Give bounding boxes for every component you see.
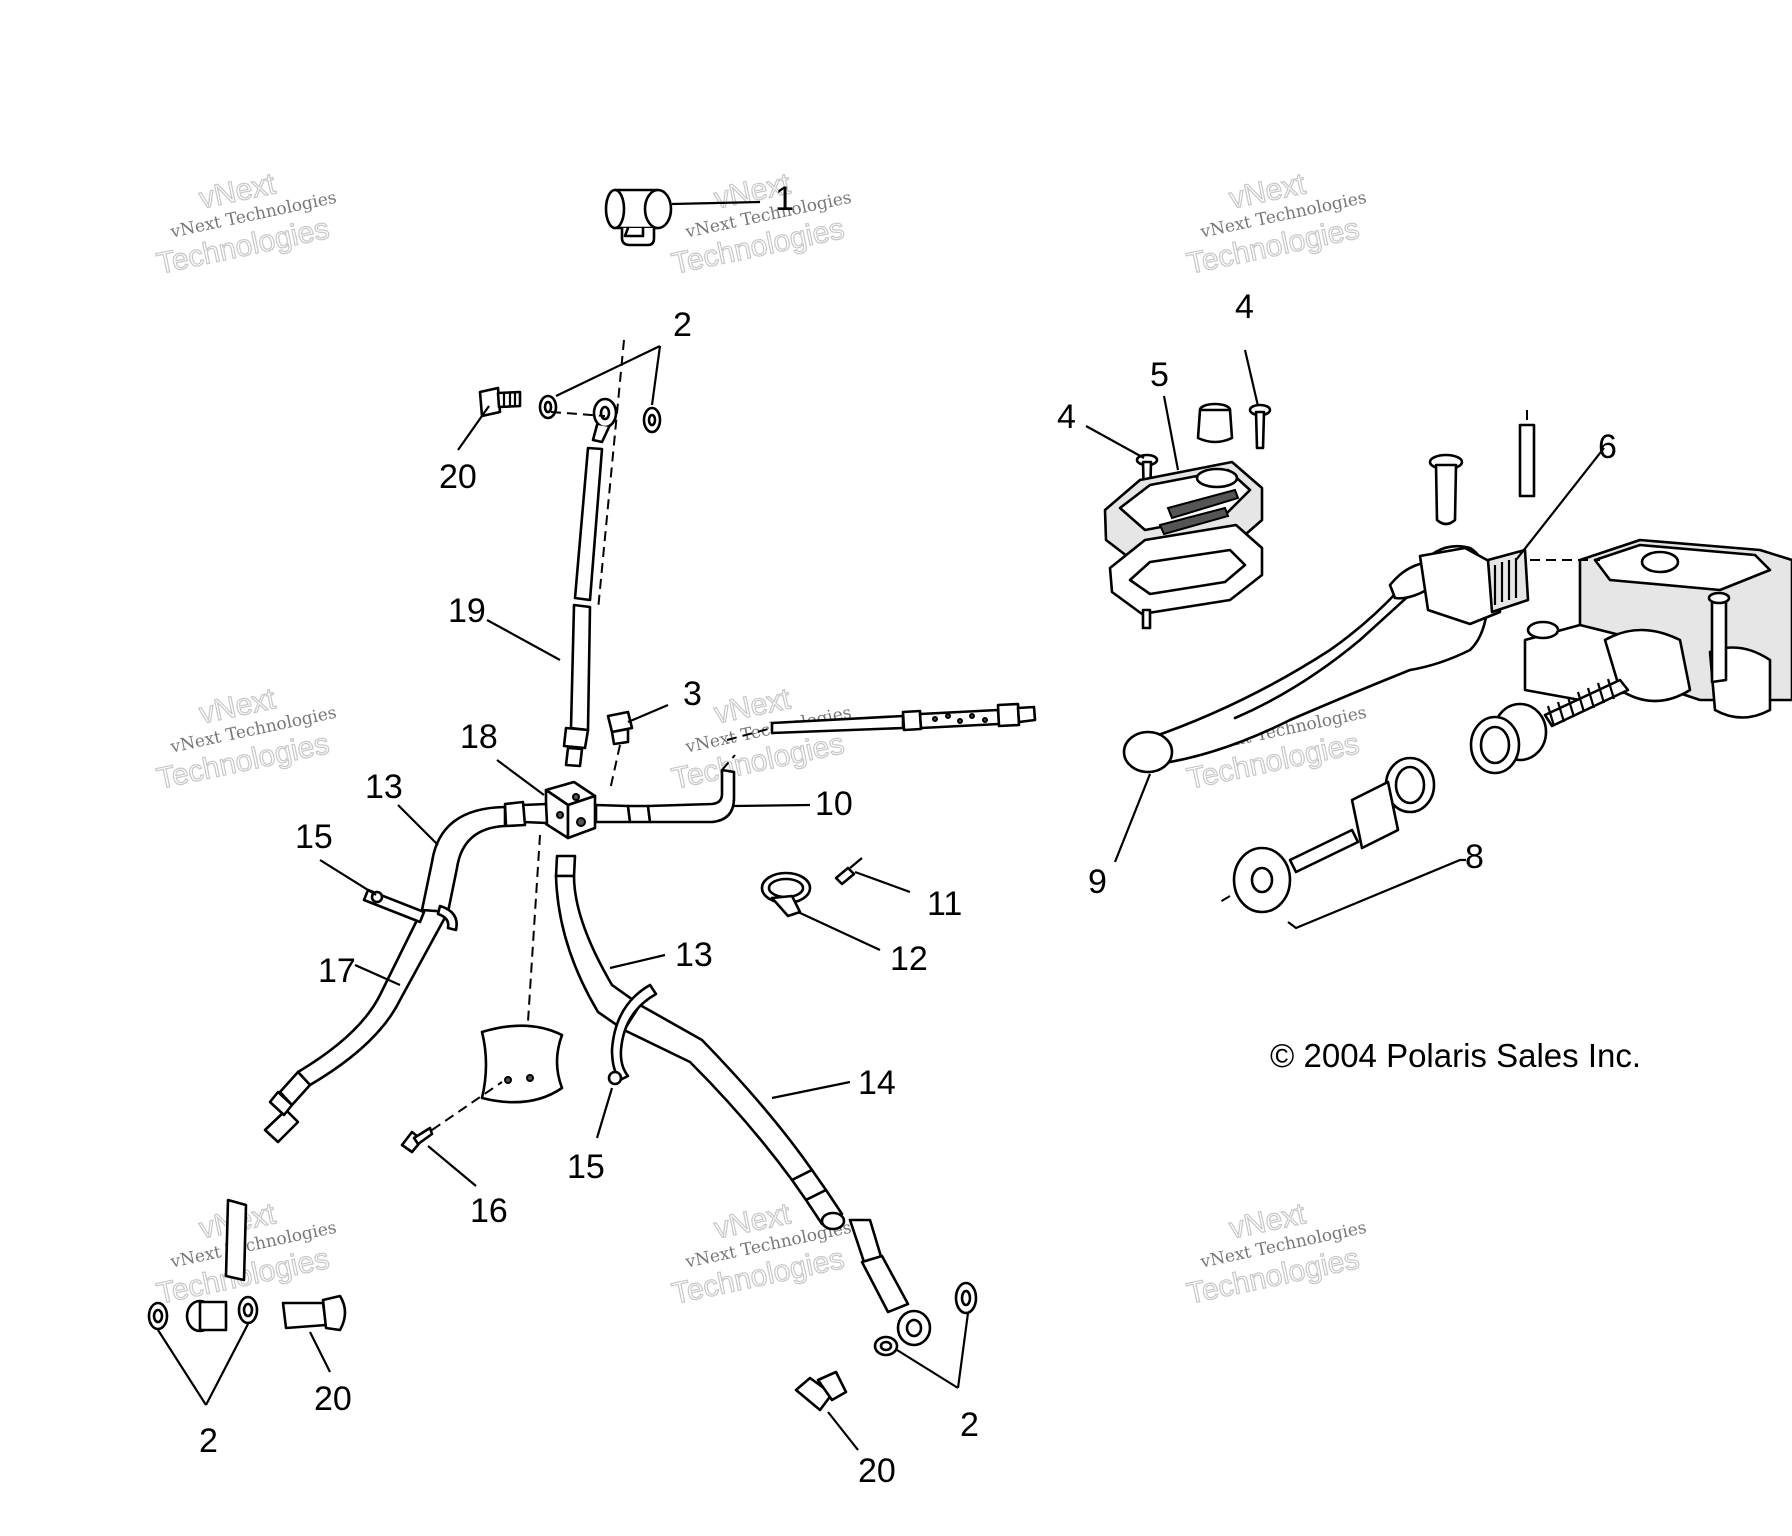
callout-20: 20 [439,458,477,496]
part-5-reservoir-cover [1103,460,1264,630]
watermark: vNext vNext Technologies Technologies [153,682,338,797]
callout-14: 14 [858,1064,896,1102]
callout-19: 19 [448,592,486,630]
callout-16: 16 [470,1192,508,1230]
watermark: vNext vNext Technologies Technologies [1183,1197,1368,1312]
part-14-right-line [622,1003,846,1231]
part-10-brake-line [594,754,736,824]
part-20-banjo-bolt-bottom-middle [794,1370,848,1412]
part-17-left-line [263,908,450,1144]
callout-20: 20 [314,1380,352,1418]
callout-1: 1 [775,180,794,218]
callout-3: 3 [683,675,702,713]
brake-cable [726,702,1037,741]
part-pin-upper [1518,410,1536,498]
copyright-text: © 2004 Polaris Sales Inc. [1270,1037,1641,1074]
part-15-right-clamp [607,983,658,1086]
callout-labels: 1 2 20 19 3 18 13 15 10 17 11 12 13 14 1… [199,180,1617,1490]
part-2-washers-bottom-middle [873,1281,978,1357]
callout-8: 8 [1465,838,1484,876]
watermark: vNext vNext Technologies Technologies [1183,167,1368,282]
part-8-piston-assembly [1232,678,1630,914]
part-19-upper-brake-line [562,397,618,768]
cable-texture [932,713,988,724]
callout-18: 18 [460,718,498,756]
callout-13: 13 [675,936,713,974]
part-5-plug [1196,402,1234,444]
part-12-clip [760,871,812,918]
spring [1546,678,1616,727]
callout-15: 15 [567,1148,605,1186]
part-8-bracket [1287,858,1466,930]
callout-2: 2 [960,1406,979,1444]
leader-lines [157,200,1605,1451]
part-4-screw-right [1248,403,1272,450]
callout-2: 2 [673,306,692,344]
callout-5: 5 [1150,356,1169,394]
part-20-banjo-bolt-top [478,386,522,418]
callout-4: 4 [1057,398,1076,436]
callout-2: 2 [199,1422,218,1460]
part-1-tee-fitting [604,188,673,247]
callout-11: 11 [927,885,962,923]
part-20-banjo-bolt-bottom-left [185,1198,347,1333]
callout-12: 12 [890,940,928,978]
watermark: vNext vNext Technologies Technologies [668,167,853,282]
part-13-left-hose [420,800,549,914]
callout-17: 17 [318,952,356,990]
callout-4: 4 [1235,288,1254,326]
part-18-distribution-block [544,780,597,840]
callout-6: 6 [1598,428,1617,466]
callout-10: 10 [815,785,853,823]
part-master-cylinder-body [1523,538,1792,719]
callout-20: 20 [858,1452,896,1490]
part-16-bracket-plate [480,1024,564,1104]
callout-15: 15 [295,818,333,856]
part-banjo-fitting-bottom-middle [848,1218,932,1347]
part-11-screw [834,857,863,886]
part-3-bleeder [606,710,634,791]
part-16-screw [400,1081,503,1154]
part-6-pivot-pin [1428,453,1464,526]
part-6-clevis [1418,546,1530,626]
watermark: vNext vNext Technologies Technologies [153,167,338,282]
part-2-washers-bottom-left [147,1295,259,1331]
callout-9: 9 [1088,863,1107,901]
callout-13: 13 [365,768,403,806]
